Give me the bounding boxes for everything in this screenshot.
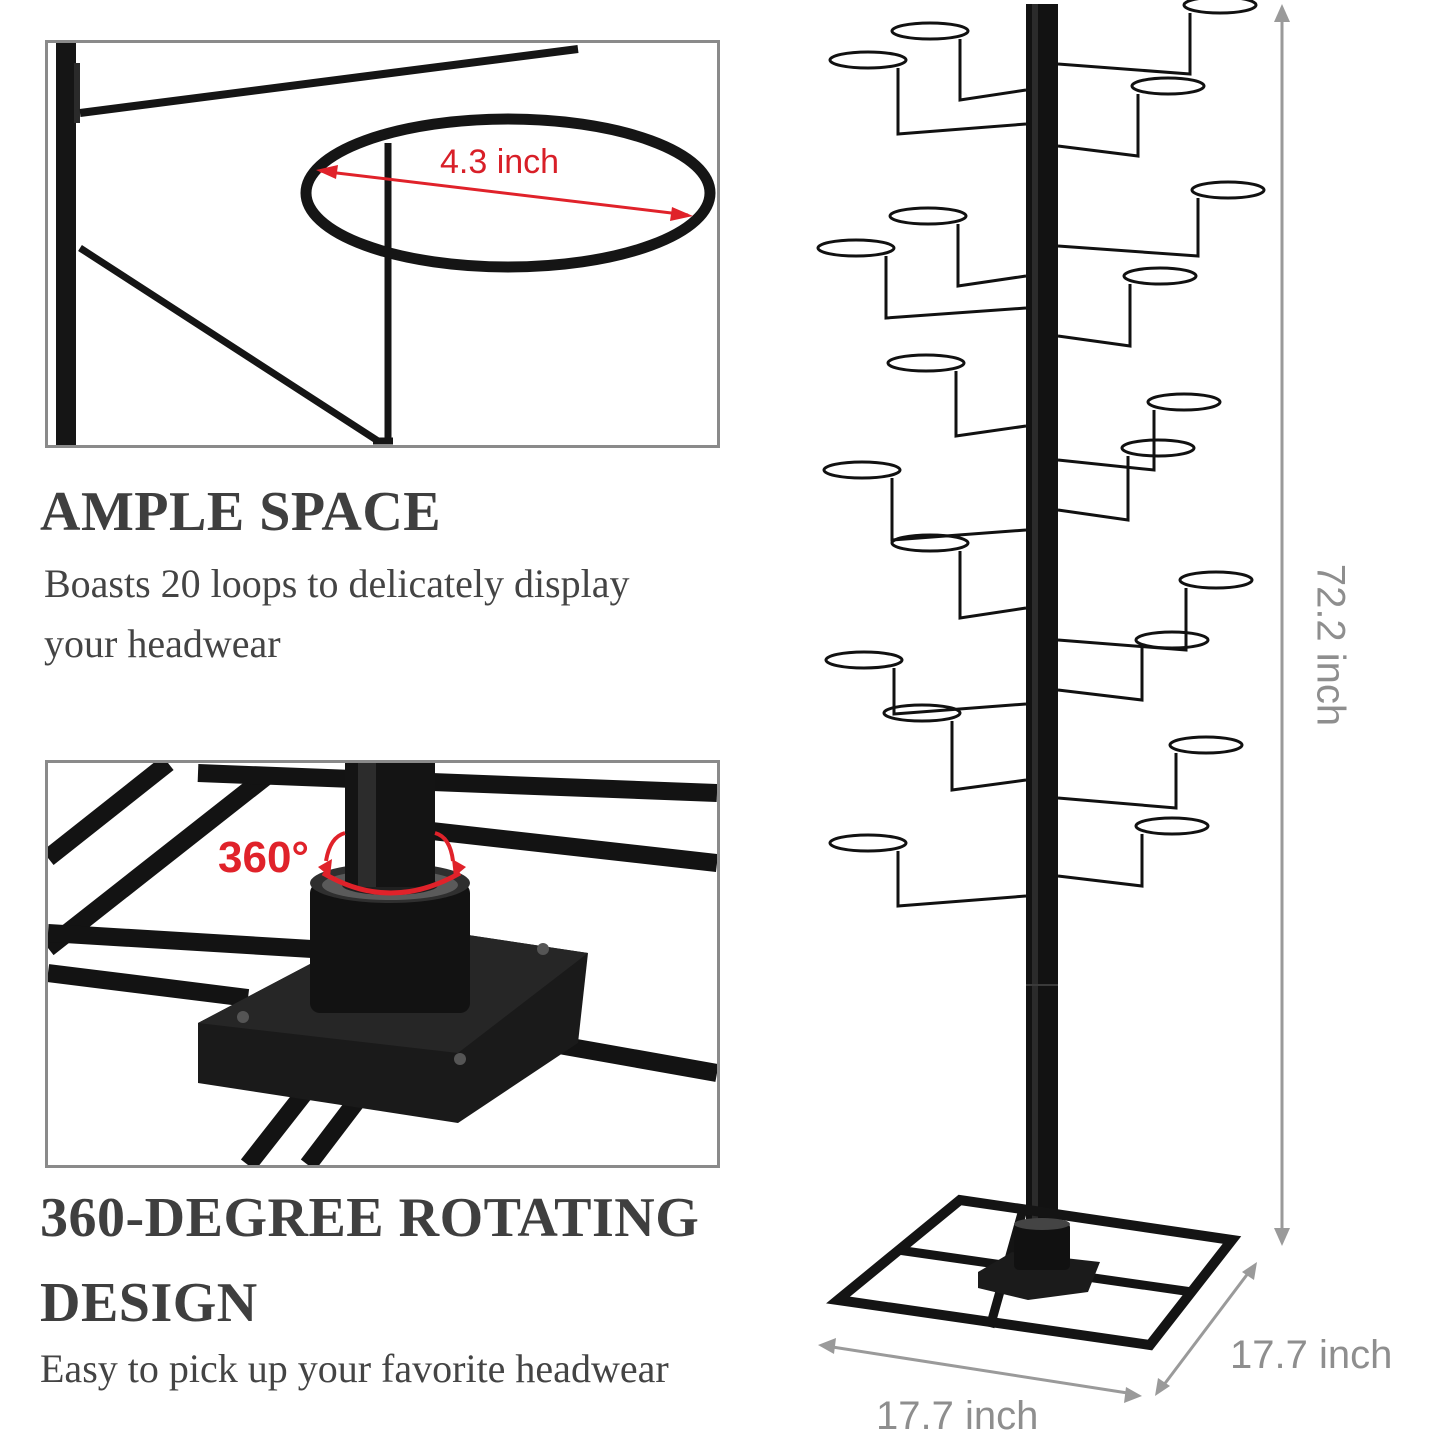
height-dimension-label: 72.2 inch (1308, 563, 1353, 727)
ring-diameter-label: 4.3 inch (436, 143, 564, 182)
rack-arm (1057, 456, 1130, 522)
loop-detail-panel: 4.3 inch (45, 40, 720, 448)
rack-loop (1134, 630, 1210, 650)
rack-base (826, 1194, 1242, 1351)
ample-space-description-line-1: Boasts 20 loops to delicately display (44, 561, 630, 606)
rack-arm (954, 371, 1027, 438)
depth-dimension-label: 17.7 inch (1230, 1333, 1393, 1377)
ample-space-description-line-2: your headwear (44, 621, 281, 666)
rack-arm (956, 224, 1027, 288)
rack-arm (896, 68, 1027, 136)
rack-arm (1057, 94, 1140, 158)
width-dimension-label: 17.7 inch (876, 1394, 1039, 1438)
rack-arm (1057, 13, 1192, 76)
rack-loop (816, 238, 896, 258)
rack-arm (1057, 284, 1132, 348)
rack-loop (1190, 180, 1266, 200)
rack-loop (822, 460, 902, 480)
rack-arm (1057, 648, 1144, 702)
rack-loop (882, 703, 962, 723)
rack-loop (886, 353, 966, 373)
rack-arm (958, 39, 1027, 102)
rack-loop (890, 533, 970, 553)
rack-arm (1057, 588, 1188, 652)
rack-arm (958, 551, 1027, 620)
rack-pole (1026, 4, 1058, 1230)
rack-arm (884, 256, 1027, 320)
rack-arm (950, 721, 1027, 792)
rack-arm (1057, 834, 1144, 888)
rack-arm (1057, 753, 1178, 810)
hat-rack-illustration (816, 0, 1266, 1351)
rack-loop (828, 833, 908, 853)
rack-arm (1057, 198, 1200, 258)
rack-loop (1168, 735, 1244, 755)
rack-loop (1130, 76, 1206, 96)
loop-closeup-illustration (56, 43, 716, 445)
rack-arm (890, 478, 1027, 542)
rack-loop (1134, 816, 1210, 836)
rack-arm (892, 668, 1027, 716)
rack-arm (1057, 410, 1156, 472)
rack-loop (1122, 266, 1198, 286)
rotating-design-description: Easy to pick up your favorite headwear (40, 1346, 669, 1391)
rack-loop (824, 650, 904, 670)
rack-loop (1120, 438, 1196, 458)
rack-loop (828, 50, 908, 70)
rack-arm (896, 851, 1027, 908)
rotation-degree-label: 360° (218, 833, 310, 882)
rack-loop (1182, 0, 1258, 15)
rack-loop (890, 21, 970, 41)
rack-loop (1178, 570, 1254, 590)
rotating-design-heading-line-2: DESIGN (40, 1272, 258, 1334)
base-detail-panel: 360° (45, 760, 720, 1168)
ample-space-heading: AMPLE SPACE (40, 481, 442, 543)
rack-loop (1146, 392, 1222, 412)
rack-loop (888, 206, 968, 226)
rotating-design-heading-line-1: 360-DEGREE ROTATING (40, 1187, 700, 1249)
rotating-base-illustration (48, 763, 717, 1165)
